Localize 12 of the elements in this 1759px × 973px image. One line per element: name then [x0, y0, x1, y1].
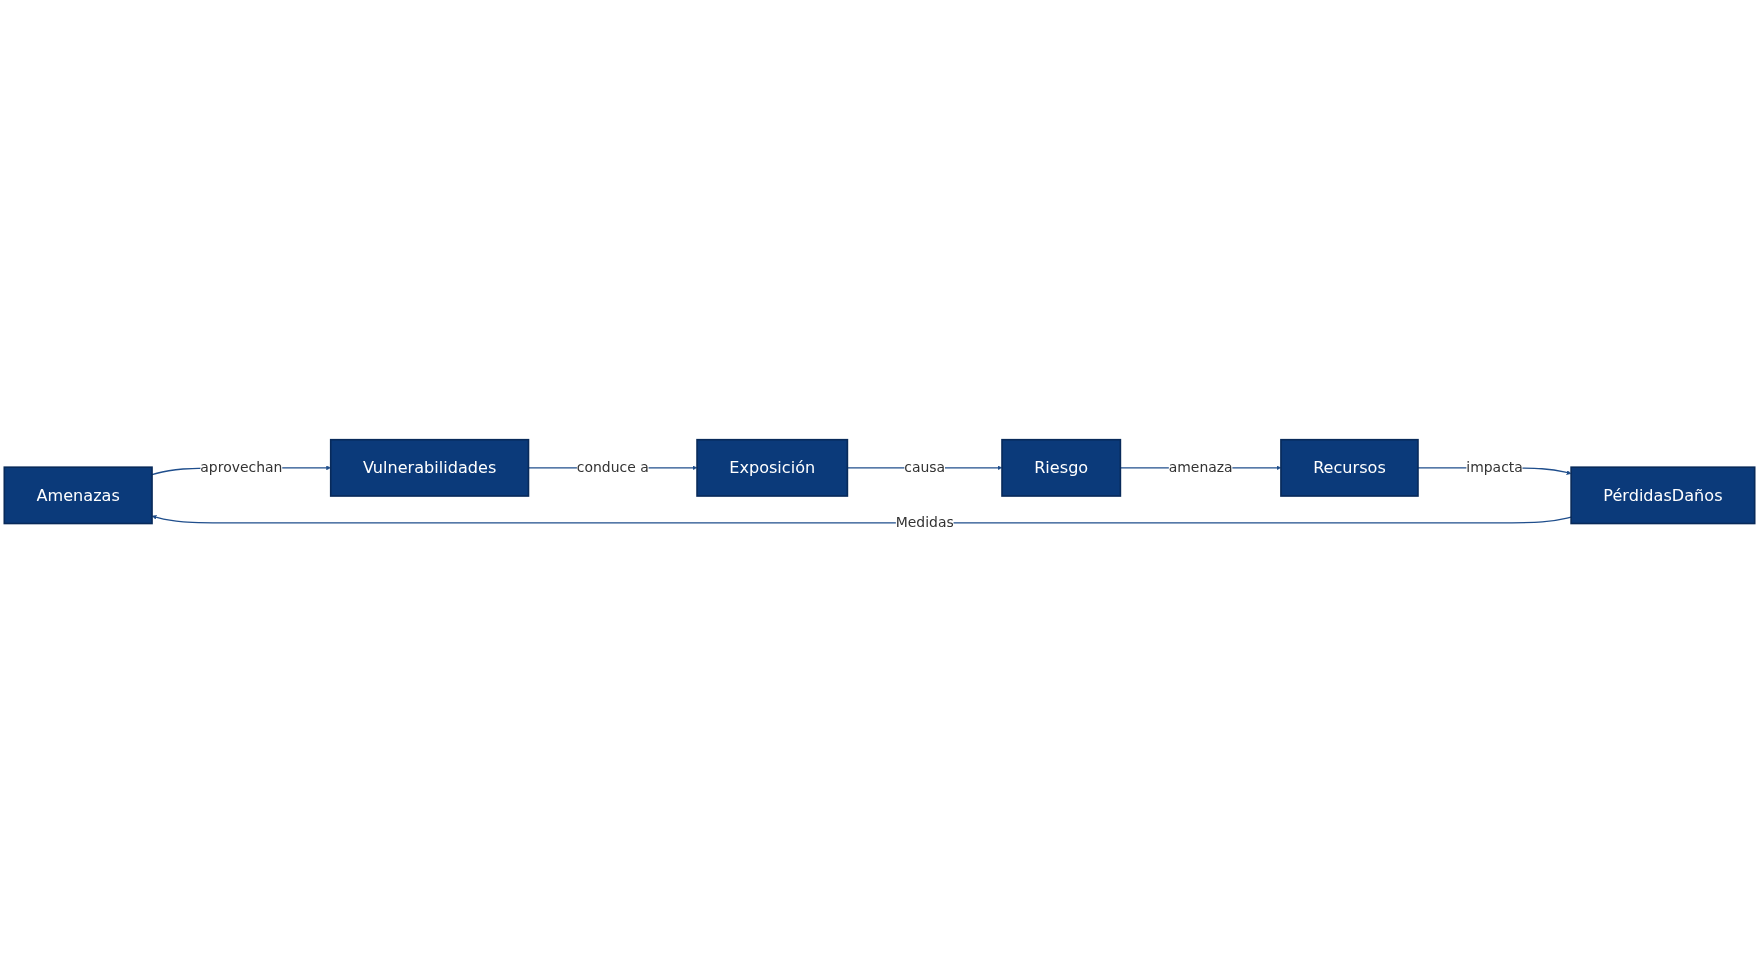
edge-label: aprovechan — [200, 459, 283, 476]
node-box: Riesgo — [1001, 438, 1122, 497]
edge-label: amenaza — [1168, 459, 1233, 476]
node-box: Vulnerabilidades — [329, 438, 530, 497]
node-box: Recursos — [1280, 438, 1419, 497]
edge-label: Medidas — [895, 514, 954, 531]
edge-label: conduce a — [576, 459, 649, 476]
node-box: Exposición — [696, 438, 849, 497]
node-box: PérdidasDaños — [1570, 466, 1756, 525]
node-box: Amenazas — [3, 466, 153, 525]
edge-label: causa — [904, 459, 946, 476]
edge-label: impacta — [1466, 459, 1523, 476]
